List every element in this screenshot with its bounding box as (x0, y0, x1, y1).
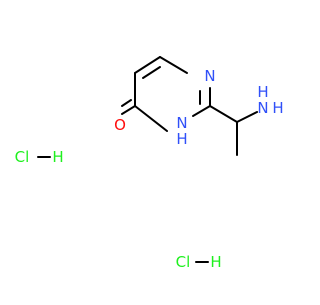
bond-c2-n3 (192, 105, 211, 117)
atom-labels: N N H O N H H Cl H Cl H (15, 67, 284, 271)
atom-n3: N (176, 114, 187, 132)
atom-h-amine-2: H (272, 99, 283, 117)
hydrogen-1: H (52, 148, 63, 166)
hydrogen-2: H (210, 253, 221, 271)
bond-c6-n1 (159, 56, 188, 74)
chlorine-1: Cl (15, 148, 30, 166)
atom-h-amine-1: H (257, 83, 268, 101)
atom-h-n3: H (176, 130, 187, 148)
bond-c4-o-a (121, 105, 136, 115)
bond-c4-o-b (121, 99, 132, 107)
bond-c5-c6-a (134, 56, 161, 74)
bond-c2-cα (209, 105, 238, 123)
bond-n3-c4 (134, 105, 168, 132)
atom-n1: N (204, 67, 215, 85)
atom-n-amine: N (257, 99, 268, 117)
bond-c5-c6-b (142, 66, 161, 79)
chlorine-2: Cl (176, 253, 191, 271)
structure-canvas: N N H O N H H Cl H Cl H (15, 56, 284, 271)
atom-o: O (114, 116, 126, 134)
bond-cα-n (236, 111, 258, 123)
bonds (37, 56, 258, 263)
molecule-drawing: N N H O N H H Cl H Cl H (15, 56, 284, 271)
